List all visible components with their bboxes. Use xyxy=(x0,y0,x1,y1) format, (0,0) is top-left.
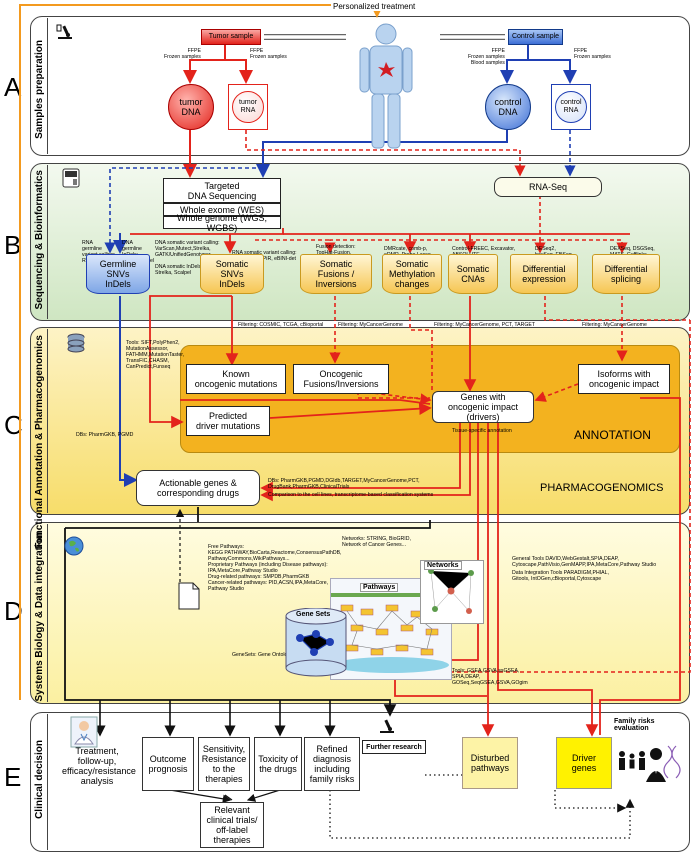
drug-pathways-text: Drug-related pathways: SMPDB,PharmGKB xyxy=(208,574,310,580)
disturbed-pathways-doc: Disturbed pathways xyxy=(462,737,518,789)
further-research-box: Further research xyxy=(362,740,426,754)
tumor-sample-box: Tumor sample xyxy=(201,29,261,45)
pharmacogenomics-label: PHARMACOGENOMICS xyxy=(540,482,664,494)
integration-tools-text: Data Integration Tools PARADIGM,PHIAL, G… xyxy=(512,570,609,582)
family-icon xyxy=(616,742,686,792)
proprietary-pathways-text: Proprietary Pathways (including Disease … xyxy=(208,562,328,574)
free-pathways: Free Pathways: KEGG PATHWAY,BioCarta,Rea… xyxy=(208,544,341,592)
pathways-label: Pathways xyxy=(360,583,399,592)
title-bar-E xyxy=(31,714,48,850)
networks-image xyxy=(420,560,484,624)
tumor-ffpe-note-2: FFPE Frozen samples xyxy=(250,48,287,60)
somatic-cnas-shape: Somatic CNAs xyxy=(448,254,498,294)
filter-mycancergenome-fusion: Filtering: MyCancerGenome xyxy=(338,322,403,328)
known-oncogenic-mutations-box: Known oncogenic mutations xyxy=(186,364,286,394)
general-tools: General Tools DAVID,WebGestalt,SPIA,DEAP… xyxy=(512,556,656,582)
patient-figure xyxy=(356,22,416,152)
filter-cosmic: Filtering: COSMIC, TCGA, cBioportal xyxy=(238,322,324,328)
control-sample-box: Control sample xyxy=(508,29,563,45)
title-bar-A xyxy=(31,18,48,154)
networks-tools: Networks: STRING, BioGRID, Network of Ca… xyxy=(342,536,411,548)
rnaseq-box: RNA-Seq xyxy=(494,177,602,197)
general-tools-text: General Tools DAVID,WebGestalt,SPIA,DEAP… xyxy=(512,556,657,568)
sensitivity-resistance-doc: Sensitivity, Resistance to the therapies xyxy=(198,737,250,791)
title-bar-B xyxy=(31,165,48,319)
somatic-snvs-shape: Somatic SNVs InDels xyxy=(200,254,264,294)
gene-sets-label: Gene Sets xyxy=(296,611,331,618)
tumor-dna-circle: tumor DNA xyxy=(168,84,214,130)
predicted-driver-mutations-box: Predicted driver mutations xyxy=(186,406,270,436)
title-bar-D xyxy=(31,524,48,702)
microscope-icon xyxy=(56,22,74,40)
treatment-followup: Treatment, follow-up, efficacy/resistanc… xyxy=(62,746,136,786)
section-letter-E: E xyxy=(4,762,22,792)
title-bar-C xyxy=(31,329,48,513)
control-ffpe-note-2: FFPE Frozen samples xyxy=(574,48,611,60)
section-letter-C: C xyxy=(4,410,23,440)
germline-snvs-shape: Germline SNVs InDels xyxy=(86,254,150,294)
tumor-ffpe-note: FFPE Frozen samples xyxy=(164,48,201,60)
doctor-icon xyxy=(70,716,98,748)
section-letter-B: B xyxy=(4,230,22,260)
annotation-label: ANNOTATION xyxy=(574,428,651,442)
annotation-tools: Tools: SIFT,PolyPhen2, MutationAssessor,… xyxy=(126,340,185,370)
differential-splicing-shape: Differential splicing xyxy=(592,254,660,294)
actionable-genes-box: Actionable genes & corresponding drugs xyxy=(136,470,260,506)
whole-genome-box: Whole genome (WGS, WGBS) xyxy=(163,213,281,233)
control-ffpe-note: FFPE Frozen samples Blood samples xyxy=(468,48,505,66)
relevant-trials-doc: Relevant clinical trials/ off-label ther… xyxy=(200,802,264,848)
toxicity-doc: Toxicity of the drugs xyxy=(254,737,302,791)
outcome-prognosis-doc: Outcome prognosis xyxy=(142,737,194,791)
tumor-rna-box: tumor RNA xyxy=(228,84,268,130)
isoforms-oncogenic-box: Isoforms with oncogenic impact xyxy=(578,364,670,394)
genes-oncogenic-impact-box: Genes with oncogenic impact (drivers) xyxy=(432,391,534,423)
pharmaco-dbs: DBs: PharmGKB,PGMD,DGIdb,TARGET,MyCancer… xyxy=(268,478,420,490)
database-icon xyxy=(66,333,86,353)
tumor-dna-label: tumor DNA xyxy=(179,97,203,117)
tumor-rna-label: tumor RNA xyxy=(239,99,257,114)
microscope-icon-e xyxy=(378,716,396,734)
personalized-treatment-label: Personalized treatment xyxy=(331,2,418,11)
gene-sets-cylinder xyxy=(284,608,348,678)
family-risks-label: Family risks evaluation xyxy=(614,718,655,732)
annotation-dbs: DBs: PharmGKB, PGMD xyxy=(76,432,134,438)
control-rna-box: control RNA xyxy=(551,84,591,130)
filter-mycancergenome-splice: Filtering: MyCancerGenome xyxy=(582,322,647,328)
sequencer-icon xyxy=(62,168,80,188)
networks-label: Networks xyxy=(424,561,462,570)
globe-icon xyxy=(64,536,84,556)
control-dna-circle: control DNA xyxy=(485,84,531,130)
oncogenic-fusions-box: Oncogenic Fusions/Inversions xyxy=(293,364,389,394)
differential-expression-shape: Differential expression xyxy=(510,254,578,294)
whole-exome-box: Whole exome (WES) xyxy=(163,203,281,216)
control-dna-label: control DNA xyxy=(494,97,522,117)
tissue-specific-annotation: Tissue-specific annotation xyxy=(452,428,512,434)
tool-dna-somatic: DNA somatic variant calling: VarScan,Mut… xyxy=(155,240,220,258)
genesets-tools: GeneSets: Gene Ontology,MSigDB xyxy=(232,652,313,658)
cancer-pathways-text: Cancer-related pathways: PID,ACSN,IPA,Me… xyxy=(208,580,329,592)
section-letter-A: A xyxy=(4,72,22,102)
gsea-tools: Tools: GSEA,GSVA,ssGSEA, SPIA,DEAP, GOSe… xyxy=(452,668,528,686)
free-pathways-text: Free Pathways: KEGG PATHWAY,BioCarta,Rea… xyxy=(208,544,342,562)
somatic-methylation-shape: Somatic Methylation changes xyxy=(382,254,442,294)
filter-mycancergenome-cna: Filtering: MyCancerGenome, PCT, TARGET xyxy=(434,322,535,328)
document-icon xyxy=(178,582,200,610)
driver-genes-doc: Driver genes xyxy=(556,737,612,789)
somatic-fusions-shape: Somatic Fusions / Inversions xyxy=(300,254,372,294)
section-letter-D: D xyxy=(4,596,23,626)
comparison-note: Comparison to the cell lines, transcript… xyxy=(268,492,434,498)
targeted-dna-sequencing-box: Targeted DNA Sequencing xyxy=(163,178,281,203)
control-rna-label: control RNA xyxy=(560,99,582,114)
refined-diagnosis-doc: Refined diagnosis including family risks xyxy=(304,737,360,791)
